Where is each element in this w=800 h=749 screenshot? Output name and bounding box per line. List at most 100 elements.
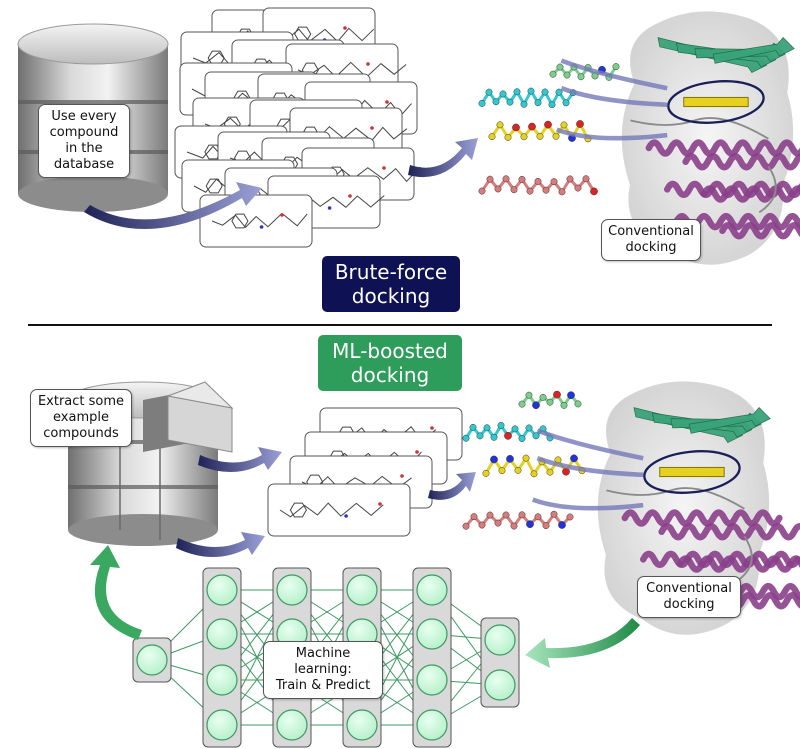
ligand-approach-arrow [560,86,668,108]
arrow-database-to-cards-lower [176,532,265,557]
ligand-atom [486,511,494,519]
atom-oxygen [430,426,434,430]
network-layer-box [412,567,452,748]
neuron [484,669,516,701]
network-layer-box [202,567,242,748]
ligand-atom [502,175,510,183]
alpha-helix [621,509,783,527]
ligand [478,87,577,109]
ligand-atom [562,467,570,476]
ligand [518,390,582,410]
atom-oxygen [366,62,370,66]
ligand-atom [494,185,502,193]
ligand [488,120,592,143]
ligand-atom [532,432,540,440]
ligand-atom [539,393,547,401]
ligand-atom [528,122,536,131]
compound-card-stack-bottom [267,407,463,537]
ligand [462,510,574,530]
alpha-helix [663,180,800,199]
alpha-helix [700,185,800,203]
molecule-ring [205,178,223,194]
ligand-atom [560,121,568,129]
atom-nitrogen [327,206,332,210]
ligand-approach-arrow [555,127,668,141]
ligand [478,175,598,196]
ligand-atom [534,99,542,107]
atom-nitrogen [259,225,264,229]
ligand-atom [520,100,528,108]
ligand-atom [490,455,498,464]
atom-oxygen [370,126,374,130]
protein-loop [630,117,769,140]
ligand-atom [550,510,558,518]
ligand-atom [488,133,496,141]
ligand-atom [563,71,571,79]
ligand-atom [512,123,520,132]
ligand-atom [482,469,490,477]
ligand-atom [506,455,514,463]
ligand-atom [526,187,534,195]
ligand-atom [496,121,504,129]
ligand-atom [518,435,526,442]
binding-pocket-highlight [643,450,741,494]
brute-force-docking-badge: Brute-force docking [322,256,460,312]
ligand-atom [532,401,540,410]
arrow-database-to-cards-upper [198,447,282,473]
ligand-atom [492,98,500,106]
compound-card [267,483,411,537]
molecule-ring [231,213,249,229]
ligand-atom [546,398,554,406]
ligand-atom [558,521,566,529]
neuron [416,709,448,741]
ligand-atom [534,177,542,185]
ligand-atom [502,511,510,519]
neuron [206,574,238,606]
alpha-helix [676,555,800,573]
atom-oxygen [415,450,419,454]
ligand-atom [526,520,534,529]
neuron [416,664,448,696]
neuron [276,574,308,606]
neuron [484,624,516,656]
ligand-approach-arrow [531,497,644,511]
alpha-helix [682,153,800,171]
ligand-atom [542,522,550,530]
ligand-atom [520,133,528,141]
ligand-atom [518,400,526,408]
ligand-atom [577,73,585,81]
beta-sheet [712,37,795,64]
ligand-atom [504,133,512,141]
ligand-atom [478,187,486,195]
alpha-helix [645,139,800,157]
ligand-atom [514,466,522,474]
atom-nitrogen [344,514,348,518]
molecule-ring [289,502,307,518]
ligand-atom [582,175,590,183]
protein-surface [621,11,794,265]
bound-ligand [659,466,725,478]
ligand-atom [553,390,561,399]
ligand-atom [476,432,484,440]
ligand-atom [510,186,518,194]
arrow-database-to-cards [84,182,262,230]
database-label-bottom: Extract some example compounds [30,389,132,447]
atom-oxygen [382,166,386,170]
ligand-atom [556,63,564,71]
ligand [482,454,586,478]
ligand-atom [469,423,477,431]
molecule-ring [204,144,222,160]
ligand-atom [534,513,542,521]
atom-oxygen [385,100,389,104]
ligand-atom [546,468,554,476]
compound-card [199,194,313,248]
protein-loop [606,487,745,510]
ligand-atom [541,88,549,96]
ligand-atom [478,521,486,529]
ligand-atom [558,188,566,196]
arrow-docking-to-network [525,618,640,668]
molecule-skeleton [279,502,384,518]
ligand-atom [612,63,620,71]
ligand-atom [552,132,560,140]
